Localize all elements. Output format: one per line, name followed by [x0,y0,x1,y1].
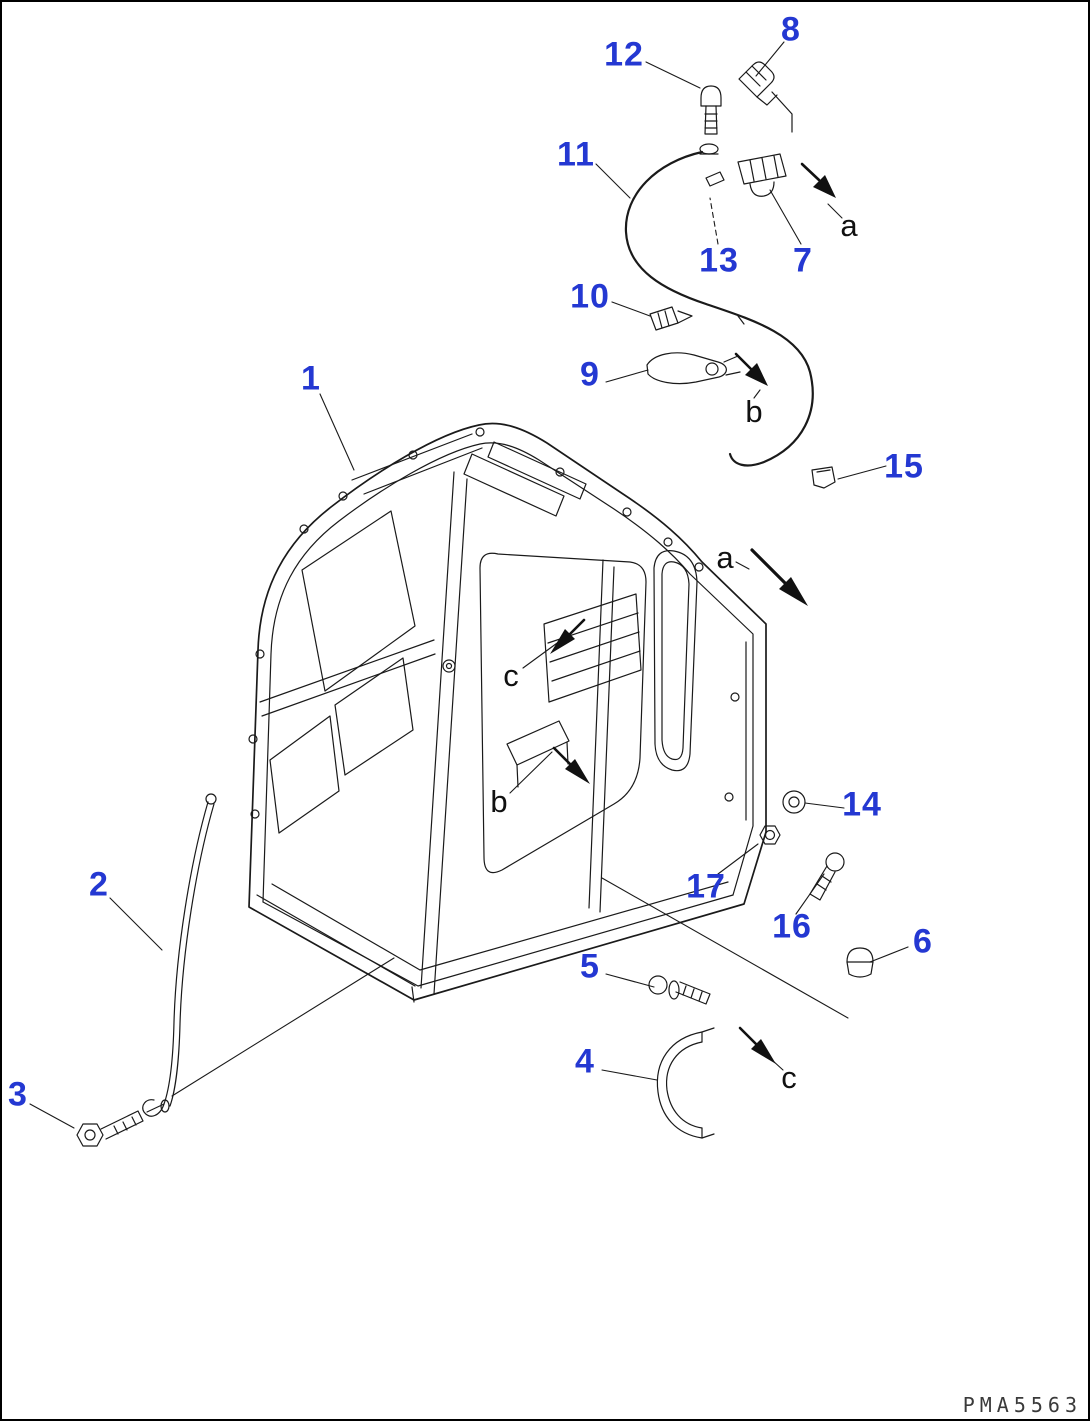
washer-tube-part11 [624,150,814,467]
bolt-part5 [648,975,711,1005]
callout-4: 4 [575,1042,595,1081]
arrow-c-mid [550,618,586,654]
callout-2: 2 [89,865,109,904]
arrow-b-top [734,352,768,386]
direction-arrows [550,162,836,1064]
drawing-code: PMA5563 [962,1393,1082,1417]
callout-10: 10 [570,277,610,316]
callout-8: 8 [781,10,801,49]
callout-5: 5 [580,947,600,986]
clamp-part7 [737,153,787,197]
callout-11: 11 [557,135,595,174]
bolt-part16 [809,852,845,901]
callout-3: 3 [8,1075,28,1114]
elbow-part8 [738,61,793,133]
cap-part6 [846,947,874,978]
view-label-b-top: b [745,394,763,429]
callout-6: 6 [913,922,933,961]
view-label-a-mid: a [716,540,734,575]
callout-17: 17 [686,867,726,906]
arrow-a-mid [750,548,808,606]
callout-7: 7 [793,241,813,280]
callout-16: 16 [772,907,812,946]
washer-part14 [782,790,806,814]
callout-13: 13 [699,241,739,280]
callout-9: 9 [580,355,600,394]
arrow-c-bottom [738,1026,776,1064]
bolt-part3 [76,1110,144,1147]
leader-lines [29,41,909,1129]
clip-part13 [699,143,725,187]
bolt-part12 [700,85,722,135]
handle-part4 [656,1027,715,1139]
pull-rod-part2 [142,793,217,1117]
callout-1: 1 [301,359,321,398]
cab-frame [248,422,767,1003]
cab-interior [479,552,647,874]
view-label-b-mid: b [490,784,508,819]
rear-panel [653,550,747,821]
view-label-a-top: a [840,208,858,243]
view-label-c-mid: c [503,658,519,693]
arrow-b-mid [552,746,590,784]
view-label-c-bottom: c [781,1060,797,1095]
callout-14: 14 [842,785,882,824]
clip-part15 [811,466,836,489]
arrow-a-top [800,162,836,198]
callout-12: 12 [604,35,644,74]
fitting-part10 [649,306,693,331]
door-windows [259,510,436,834]
lever-part9 [646,352,741,385]
nut-part17 [759,825,781,845]
callout-15: 15 [884,447,924,486]
